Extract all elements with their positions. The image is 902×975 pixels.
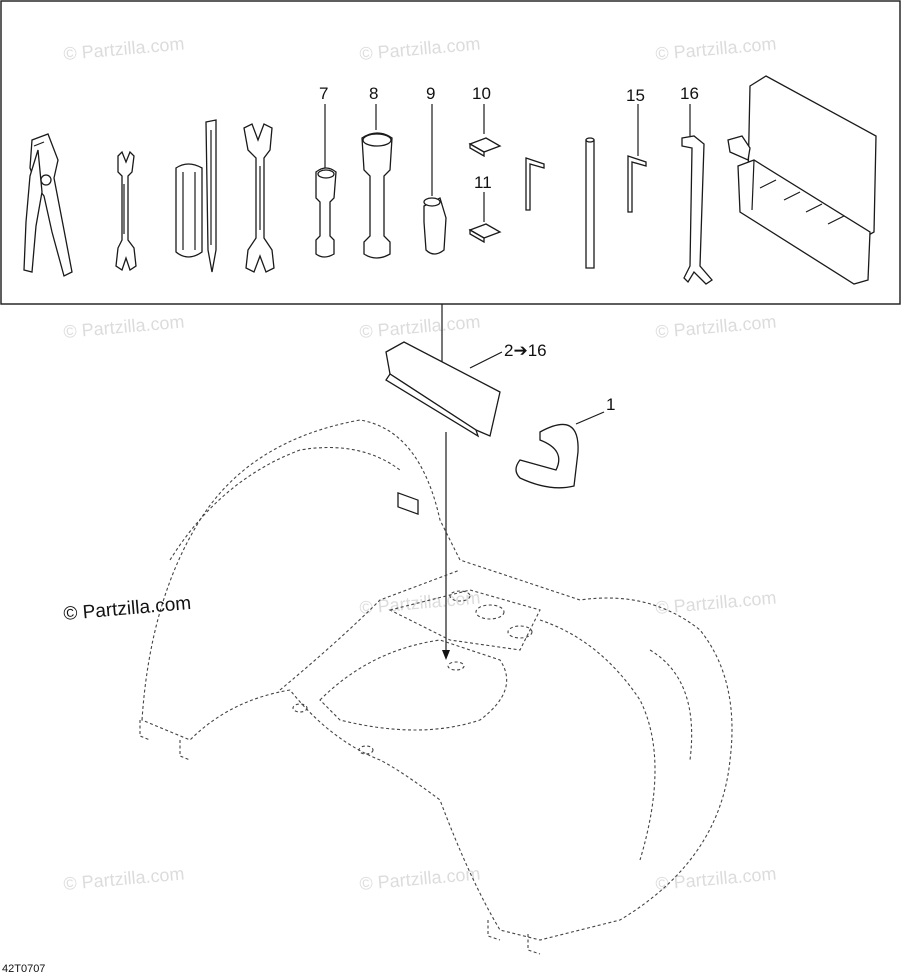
fuse-11 <box>468 192 502 244</box>
screwdriver-handle <box>175 163 203 258</box>
watermark: © Partzilla.com <box>63 33 186 63</box>
watermark: © Partzilla.com <box>359 311 482 341</box>
large-wrench <box>243 123 275 273</box>
callout-15: 15 <box>626 86 645 105</box>
tool-case <box>385 341 501 516</box>
fuse-10 <box>468 104 502 158</box>
callout-7: 7 <box>319 84 328 103</box>
rear-fender-outline <box>139 419 733 955</box>
spark-plug-socket <box>423 104 447 255</box>
screwdriver-bit <box>205 119 217 273</box>
callout-16: 16 <box>680 84 699 103</box>
strap-1 <box>515 423 579 489</box>
callout-10: 10 <box>472 84 491 103</box>
install-arrowhead <box>442 650 450 660</box>
callout-leader-1 <box>575 411 605 425</box>
socket-tube-large <box>361 104 393 259</box>
watermark: © Partzilla.com <box>655 33 778 63</box>
watermark: © Partzilla.com <box>359 587 482 617</box>
callout-8: 8 <box>369 84 378 103</box>
watermark: © Partzilla.com <box>63 311 186 341</box>
callout-11: 11 <box>474 173 492 192</box>
watermark: © Partzilla.com <box>359 863 482 893</box>
hex-key-15 <box>627 104 647 213</box>
drawing-code: 42T0707 <box>2 963 45 975</box>
hex-key <box>525 157 545 211</box>
watermark-bold: © Partzilla.com <box>63 593 192 625</box>
watermark: © Partzilla.com <box>63 863 186 893</box>
spanner-16 <box>681 104 713 285</box>
watermark: © Partzilla.com <box>655 587 778 617</box>
pliers-tool <box>23 133 73 277</box>
socket-tube-small <box>315 104 337 258</box>
tool-kit-frame <box>0 0 901 305</box>
callout-2to16: 2➔16 <box>504 341 547 360</box>
watermark: © Partzilla.com <box>359 33 482 63</box>
watermark: © Partzilla.com <box>655 311 778 341</box>
small-wrench <box>115 150 137 272</box>
callout-leader-2to16 <box>469 351 503 369</box>
tool-bag <box>727 75 877 285</box>
callout-1: 1 <box>606 395 615 414</box>
metal-rod <box>585 137 595 269</box>
callout-9: 9 <box>426 84 435 103</box>
